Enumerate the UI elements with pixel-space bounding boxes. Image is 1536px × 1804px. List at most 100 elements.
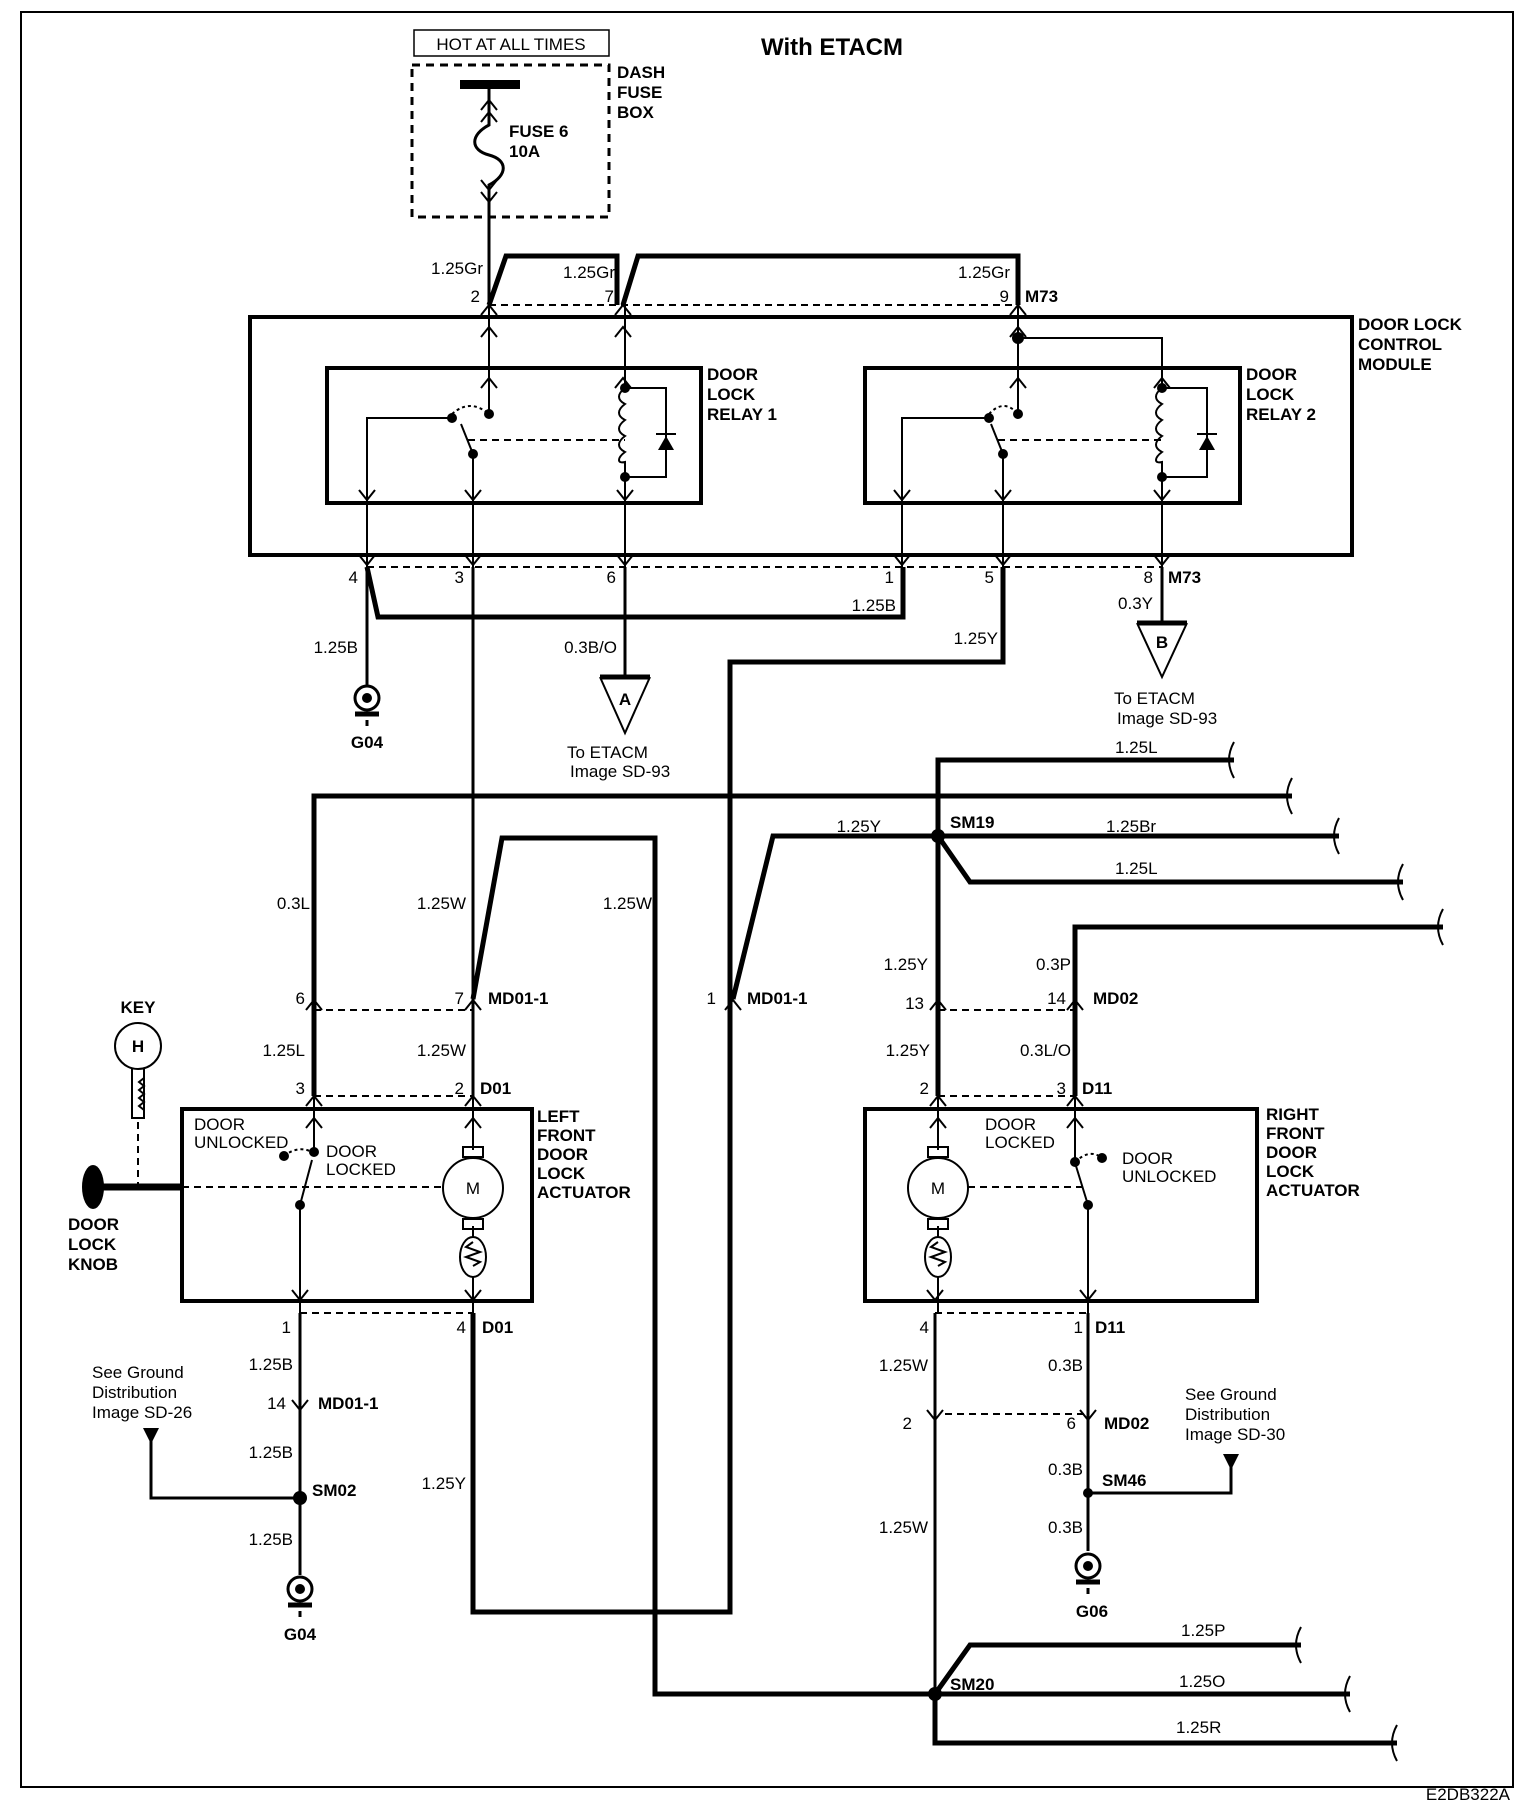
fuse-6-symbol (473, 89, 505, 305)
svg-text:4: 4 (457, 1318, 466, 1337)
svg-text:MD01-1: MD01-1 (747, 989, 807, 1008)
terminal-chevron (1009, 376, 1027, 389)
terminal-chevron (893, 489, 911, 502)
door-lock-relay-2-label: DOOR LOCK RELAY 2 (1246, 365, 1316, 424)
terminal-chevron (464, 1116, 482, 1129)
wire-1.25L-sm19 (935, 834, 1403, 885)
terminal-chevron (1009, 325, 1027, 338)
svg-text:FRONT: FRONT (1266, 1124, 1325, 1143)
svg-text:MODULE: MODULE (1358, 355, 1432, 374)
splice-sm19: SM19 (950, 813, 994, 832)
terminal-chevron (929, 1116, 947, 1129)
svg-text:G04: G04 (351, 733, 384, 752)
pin-9: 9 (1000, 287, 1009, 306)
wire-break-marks (1228, 741, 1444, 1762)
svg-text:KEY: KEY (121, 998, 157, 1017)
m73-bottom-pins: 4 3 6 1 5 8 (349, 568, 1153, 587)
svg-text:FUSE 6: FUSE 6 (509, 122, 569, 141)
left-front-door-lock-actuator (180, 1107, 534, 1303)
svg-text:LOCK: LOCK (1246, 385, 1295, 404)
terminal-chevron (291, 1399, 309, 1412)
svg-text:6: 6 (1067, 1414, 1076, 1433)
svg-text:UNLOCKED: UNLOCKED (194, 1133, 288, 1152)
svg-text:D11: D11 (1082, 1079, 1112, 1098)
svg-text:LOCKED: LOCKED (985, 1133, 1055, 1152)
svg-text:FRONT: FRONT (537, 1126, 596, 1145)
svg-text:Distribution: Distribution (92, 1383, 177, 1402)
terminal-chevron (358, 554, 376, 567)
svg-text:Distribution: Distribution (1185, 1405, 1270, 1424)
svg-text:LOCK: LOCK (537, 1164, 586, 1183)
svg-text:0.3L: 0.3L (277, 894, 310, 913)
svg-text:LOCK: LOCK (68, 1235, 117, 1254)
svg-text:1: 1 (885, 568, 894, 587)
terminal-chevron (464, 489, 482, 502)
svg-text:14: 14 (1047, 989, 1066, 1008)
svg-text:1.25B: 1.25B (249, 1443, 293, 1462)
wire-1.25Y-sm19 (730, 833, 938, 1000)
svg-text:13: 13 (905, 994, 924, 1013)
right-actuator-label: RIGHT FRONT DOOR LOCK ACTUATOR DOOR LOCK… (985, 1105, 1360, 1200)
wire-1.25W-sm20 (470, 835, 1350, 1697)
relay-1-internals (366, 305, 676, 567)
terminal-chevron (1066, 1116, 1084, 1129)
wire-1.25R (932, 1694, 1397, 1746)
terminal-chevron (480, 325, 498, 338)
svg-text:1.25O: 1.25O (1179, 1672, 1225, 1691)
terminal-chevron (464, 1289, 482, 1302)
svg-text:1.25Y: 1.25Y (837, 817, 881, 836)
connector-m73-top: M73 (1025, 287, 1058, 306)
pin-7: 7 (605, 287, 614, 306)
connector-md01-md02-labels: 6 7 MD01-1 1 MD01-1 13 14 MD02 14 MD01-1… (267, 989, 1149, 1433)
svg-text:1.25Y: 1.25Y (884, 955, 928, 974)
svg-text:ACTUATOR: ACTUATOR (537, 1183, 631, 1202)
terminal-chevron (1153, 489, 1171, 502)
svg-text:G06: G06 (1076, 1602, 1108, 1621)
terminal-chevron (1066, 998, 1084, 1011)
connector-terminals (291, 98, 1171, 1422)
wire-1.25Y-pin5 (470, 567, 1006, 1615)
wire-0.3L (311, 793, 1292, 1096)
terminal-chevron (616, 554, 634, 567)
splice-sm20: SM20 (950, 1675, 994, 1694)
right-motor-symbol: M (931, 1179, 945, 1198)
svg-text:1: 1 (707, 989, 716, 1008)
svg-text:D11: D11 (1095, 1318, 1125, 1337)
wire-0.3P (1072, 924, 1443, 1096)
svg-text:Image SD-93: Image SD-93 (1117, 709, 1217, 728)
ground-g04-bottom: G04 (284, 1575, 317, 1644)
svg-text:1.25W: 1.25W (879, 1356, 928, 1375)
svg-text:D01: D01 (482, 1318, 513, 1337)
svg-text:5: 5 (985, 568, 994, 587)
terminal-chevron (305, 1094, 323, 1107)
svg-text:1: 1 (282, 1318, 291, 1337)
svg-text:3: 3 (1057, 1079, 1066, 1098)
svg-text:RELAY 2: RELAY 2 (1246, 405, 1316, 424)
terminal-chevron (614, 376, 632, 389)
svg-text:A: A (619, 690, 631, 709)
svg-text:ACTUATOR: ACTUATOR (1266, 1181, 1360, 1200)
ground-reference-left: See Ground Distribution Image SD-26 (92, 1363, 192, 1444)
bus-bar (460, 80, 520, 89)
right-actuator-internals (907, 1096, 1107, 1313)
svg-text:0.3L/O: 0.3L/O (1020, 1041, 1071, 1060)
svg-text:1: 1 (1074, 1318, 1083, 1337)
terminal-chevron (464, 1094, 482, 1107)
door-lock-relay-2 (863, 366, 1242, 505)
svg-text:6: 6 (607, 568, 616, 587)
splice-sm02: SM02 (312, 1481, 356, 1500)
svg-text:10A: 10A (509, 142, 540, 161)
svg-text:1.25Gr: 1.25Gr (958, 263, 1010, 282)
svg-text:BOX: BOX (617, 103, 655, 122)
svg-text:1.25Gr: 1.25Gr (431, 259, 483, 278)
svg-text:1.25W: 1.25W (879, 1518, 928, 1537)
svg-text:2: 2 (455, 1079, 464, 1098)
key-icon: KEY H (114, 998, 162, 1187)
svg-text:1.25Y: 1.25Y (954, 629, 998, 648)
svg-text:MD01-1: MD01-1 (488, 989, 548, 1008)
terminal-chevron (464, 554, 482, 567)
wire-1.25L-top (935, 757, 1234, 1096)
svg-text:0.3P: 0.3P (1036, 955, 1071, 974)
svg-text:KNOB: KNOB (68, 1255, 118, 1274)
